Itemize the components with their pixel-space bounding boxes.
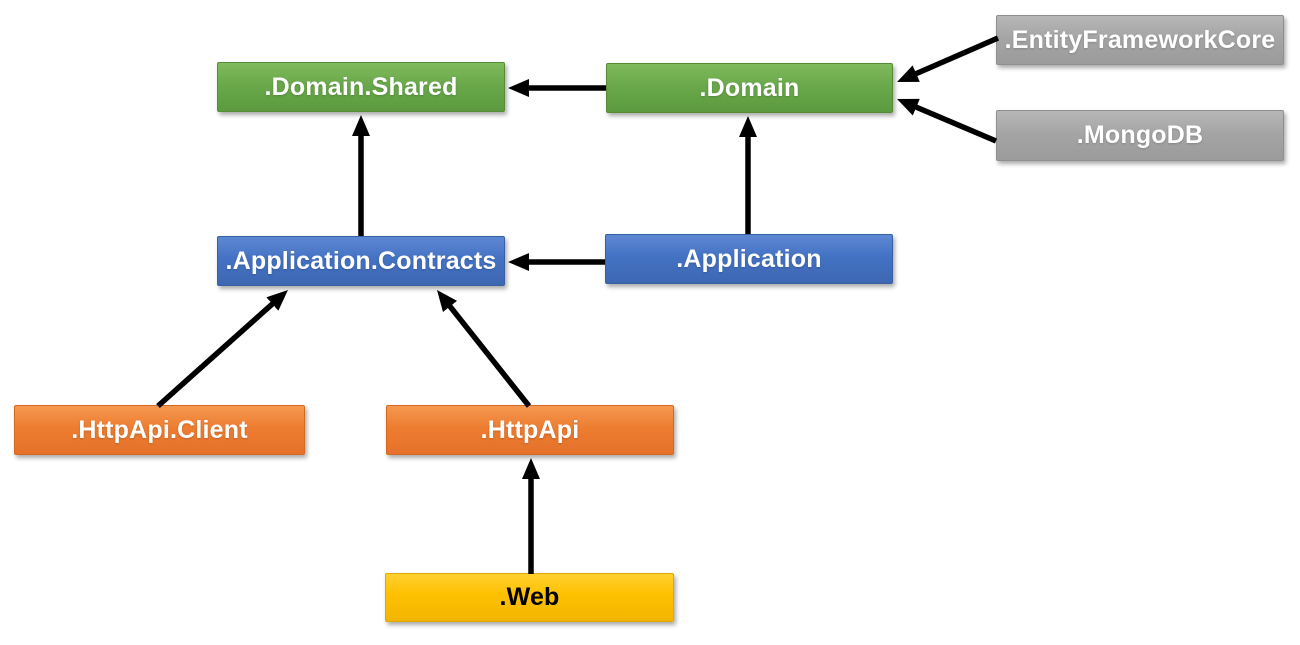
- node-label-httpapi-client: .HttpApi.Client: [71, 415, 248, 444]
- node-application-contracts: .Application.Contracts: [217, 236, 505, 286]
- node-web: .Web: [385, 573, 674, 622]
- node-application: .Application: [605, 234, 893, 284]
- node-label-application-contracts: .Application.Contracts: [225, 246, 497, 275]
- node-label-mongodb: .MongoDB: [1076, 121, 1204, 149]
- node-label-application: .Application: [676, 244, 822, 273]
- node-domain: .Domain: [606, 63, 893, 113]
- node-label-entity-framework-core: .EntityFrameworkCore: [1004, 25, 1276, 54]
- node-label-domain: .Domain: [699, 73, 800, 102]
- node-httpapi-client: .HttpApi.Client: [14, 405, 305, 455]
- node-httpapi: .HttpApi: [386, 405, 674, 455]
- node-domain-shared: .Domain.Shared: [217, 62, 505, 112]
- node-entity-framework-core: .EntityFrameworkCore: [996, 15, 1284, 65]
- node-label-web: .Web: [499, 583, 560, 611]
- node-label-domain-shared: .Domain.Shared: [264, 72, 458, 101]
- node-mongodb: .MongoDB: [996, 110, 1284, 161]
- node-label-httpapi: .HttpApi: [480, 415, 580, 444]
